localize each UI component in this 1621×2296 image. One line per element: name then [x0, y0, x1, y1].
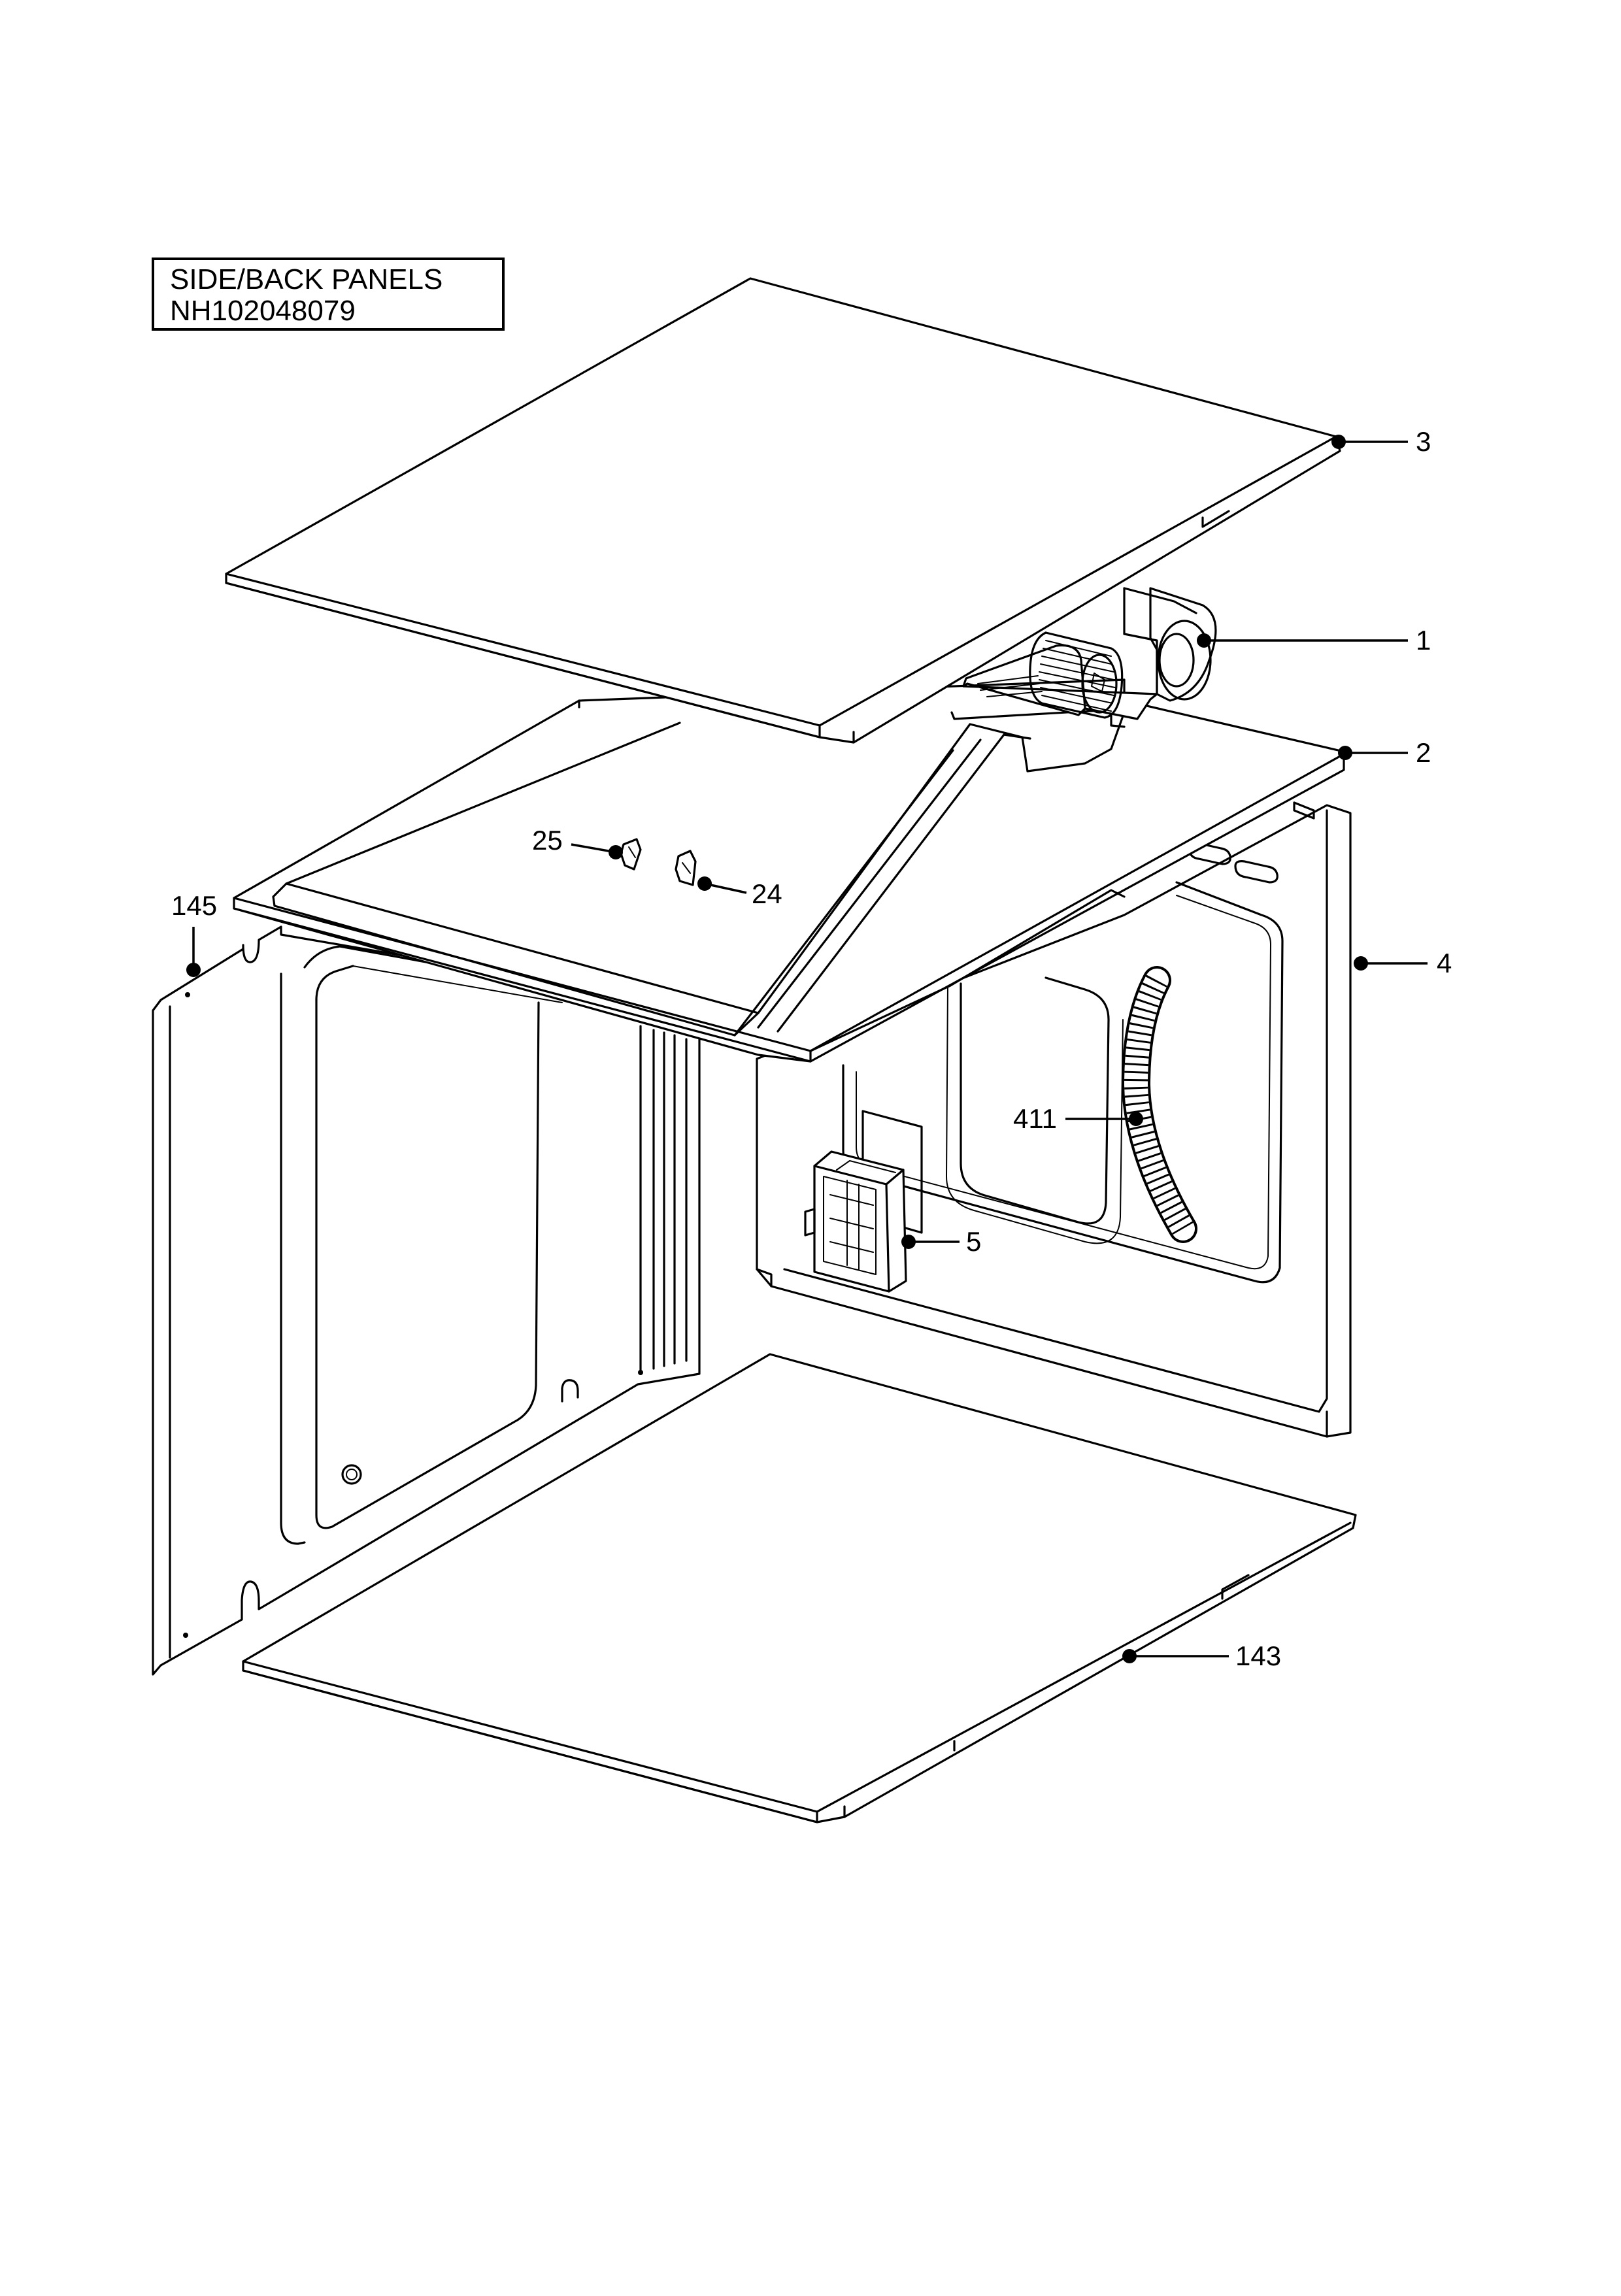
callout-1: 1 [1197, 625, 1431, 656]
bottom-panel-part [242, 1353, 1357, 1823]
callout-3-label: 3 [1416, 426, 1431, 457]
callout-24: 24 [697, 876, 782, 909]
callout-145-label: 145 [171, 890, 217, 921]
top-panel-part [225, 277, 1341, 744]
cooling-fan-part [962, 587, 1217, 720]
callout-145: 145 [171, 890, 217, 977]
title-box: SIDE/BACK PANELS NH102048079 [152, 258, 505, 331]
title-line-2: NH102048079 [170, 295, 356, 327]
side-panel-part [152, 925, 701, 1676]
callout-2: 2 [1338, 737, 1431, 768]
clip-24-part [675, 850, 697, 886]
callout-1-label: 1 [1416, 625, 1431, 656]
terminal-block-part [804, 1150, 907, 1293]
callout-4: 4 [1354, 948, 1452, 978]
callout-4-label: 4 [1437, 948, 1452, 978]
callout-143-label: 143 [1235, 1640, 1281, 1671]
callout-24-label: 24 [752, 878, 782, 909]
callout-25-label: 25 [532, 825, 563, 856]
callout-2-label: 2 [1416, 737, 1431, 768]
hose-part [1121, 966, 1197, 1243]
callout-411: 411 [1013, 1103, 1143, 1134]
callout-5: 5 [901, 1226, 981, 1257]
callout-411-label: 411 [1013, 1103, 1057, 1134]
oven-top-cover-part [233, 678, 1345, 1063]
callout-25: 25 [532, 825, 623, 859]
callout-5-label: 5 [966, 1226, 981, 1257]
callout-143: 143 [1122, 1640, 1281, 1671]
title-line-1: SIDE/BACK PANELS [170, 263, 443, 295]
callout-3: 3 [1331, 426, 1431, 457]
